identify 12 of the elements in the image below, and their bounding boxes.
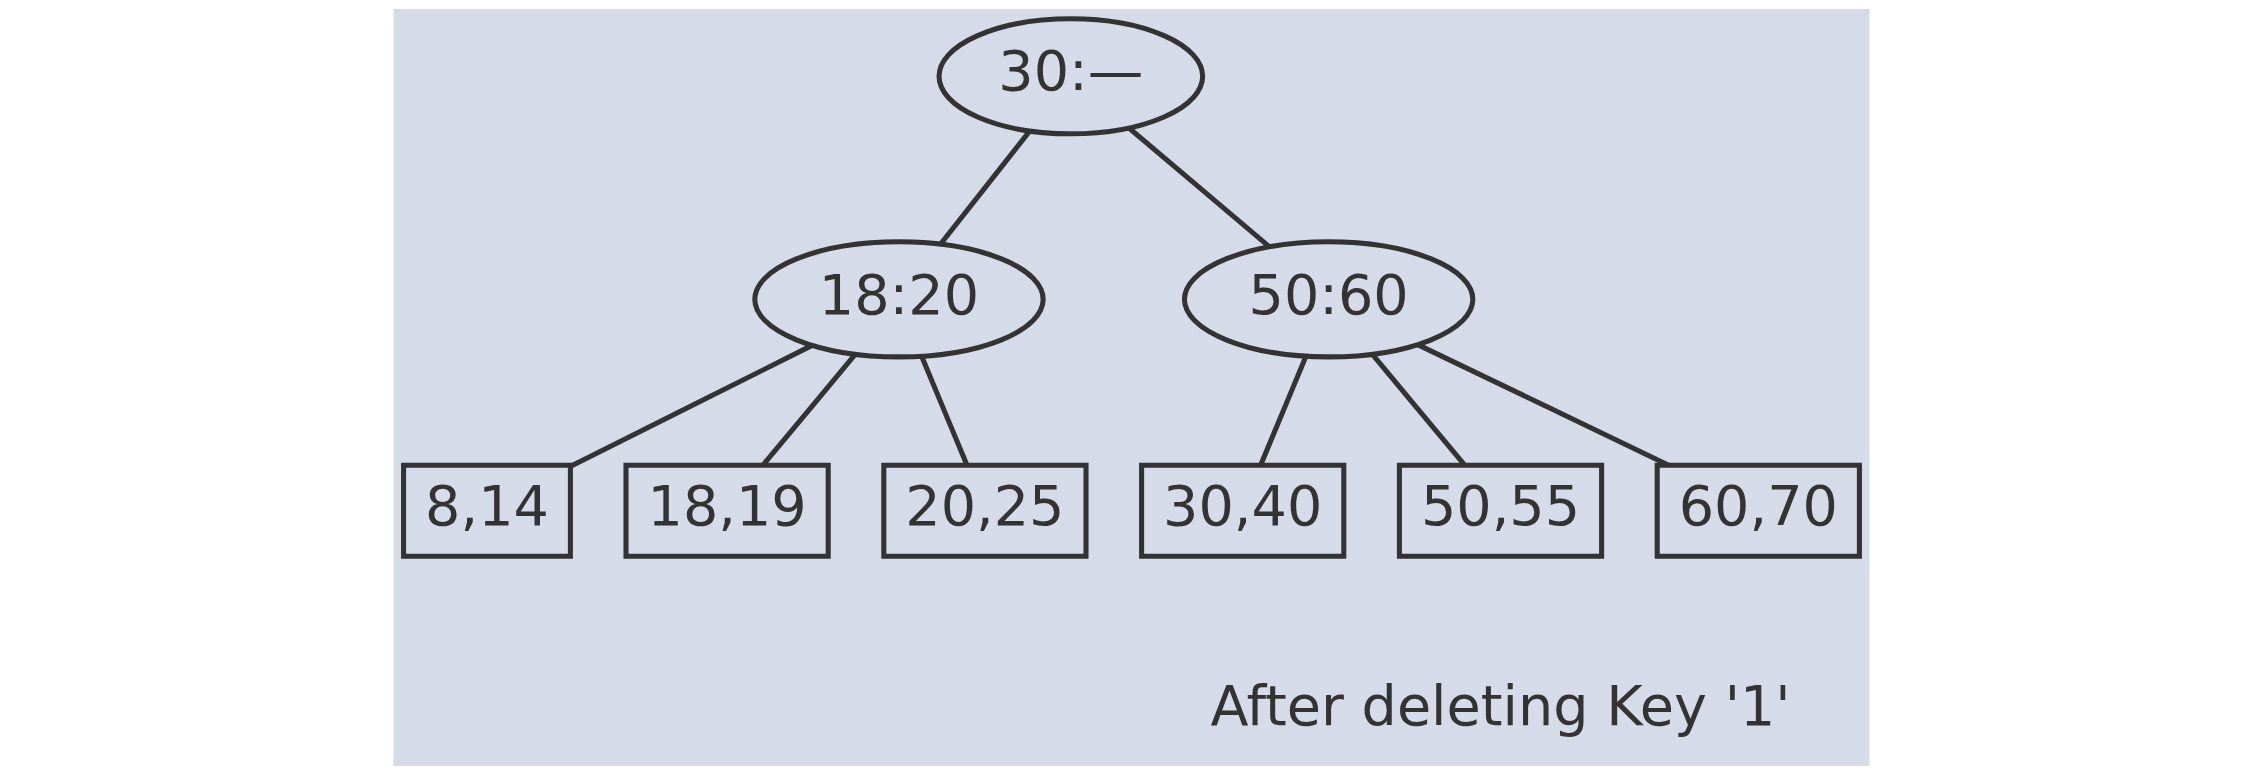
node-box: 20,25 <box>880 462 1089 559</box>
node-ellipse: 50:60 <box>1181 238 1475 359</box>
node-box: 60,70 <box>1654 462 1862 559</box>
node-box: 18,19 <box>623 462 831 559</box>
connector <box>938 129 1031 245</box>
node-ellipse: 30:— <box>936 15 1205 136</box>
label: After deleting Key '1' <box>1209 672 1791 738</box>
connector <box>1126 125 1271 248</box>
node-box: 50,55 <box>1396 462 1604 559</box>
node-ellipse: 18:20 <box>751 238 1046 359</box>
node-box: 8,14 <box>400 462 573 559</box>
node-box: 30,40 <box>1138 462 1346 559</box>
